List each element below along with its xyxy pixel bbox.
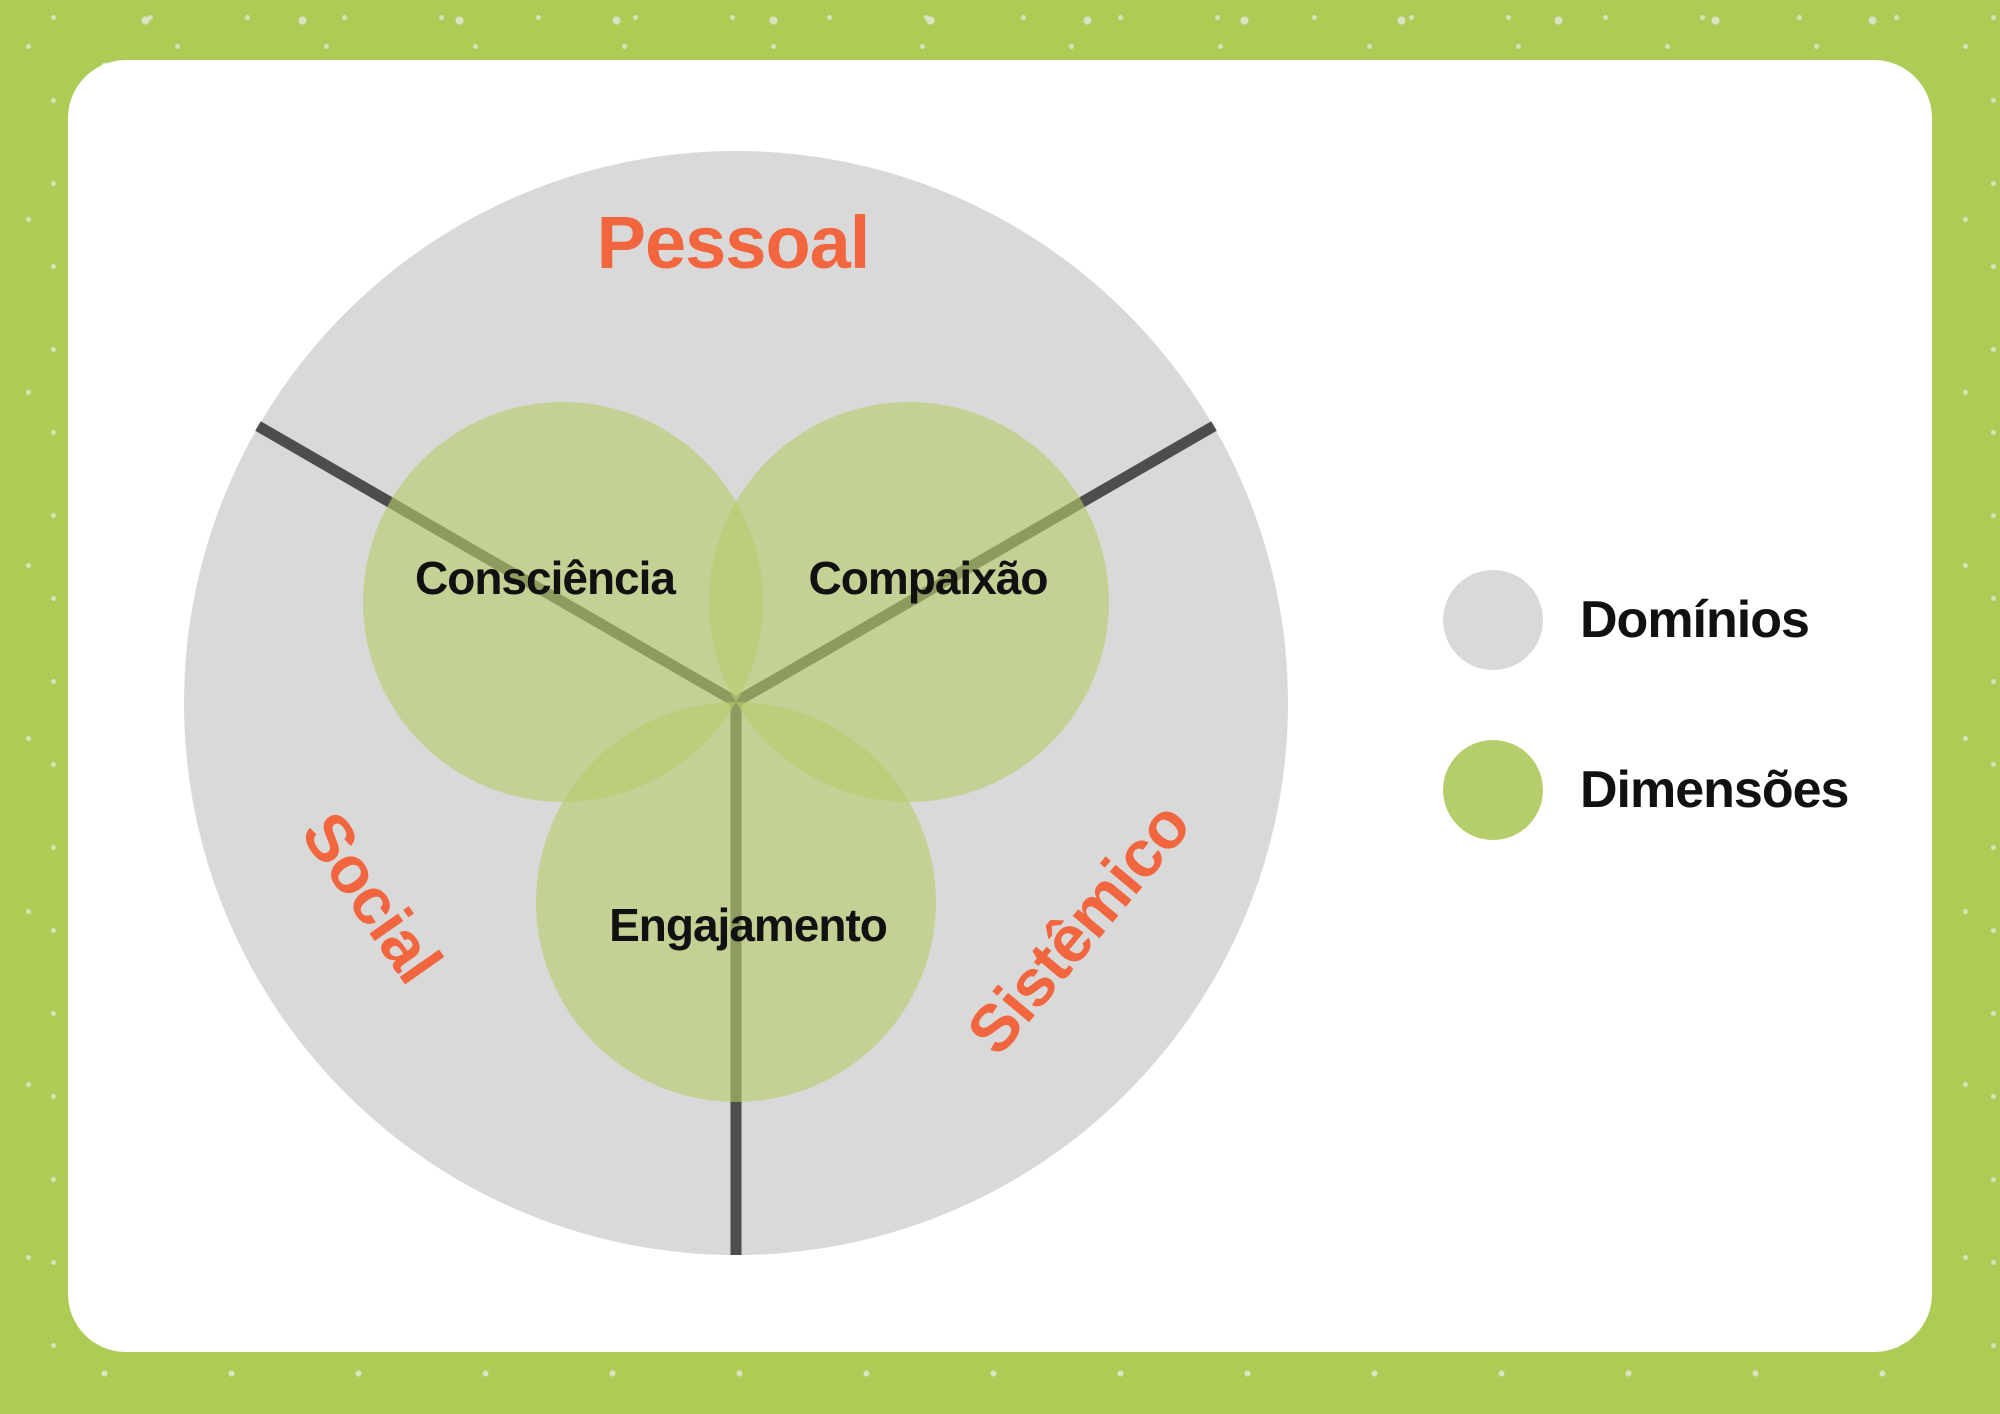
dimension-circle-compaixao — [709, 402, 1109, 802]
dimension-circle-engajamento — [536, 702, 936, 1102]
dimension-label-compaixao: Compaixão — [809, 552, 1048, 604]
legend: Domínios Dimensões — [1443, 570, 1849, 840]
legend-label-dimensions: Dimensões — [1580, 761, 1848, 819]
dimension-label-consciencia: Consciência — [415, 552, 676, 604]
domain-label-pessoal: Pessoal — [597, 201, 870, 284]
legend-label-domains: Domínios — [1580, 591, 1809, 649]
legend-swatch-dimensions — [1443, 740, 1543, 840]
dimension-label-engajamento: Engajamento — [609, 899, 887, 951]
dimension-circle-consciencia — [363, 402, 763, 802]
legend-swatch-domains — [1443, 570, 1543, 670]
